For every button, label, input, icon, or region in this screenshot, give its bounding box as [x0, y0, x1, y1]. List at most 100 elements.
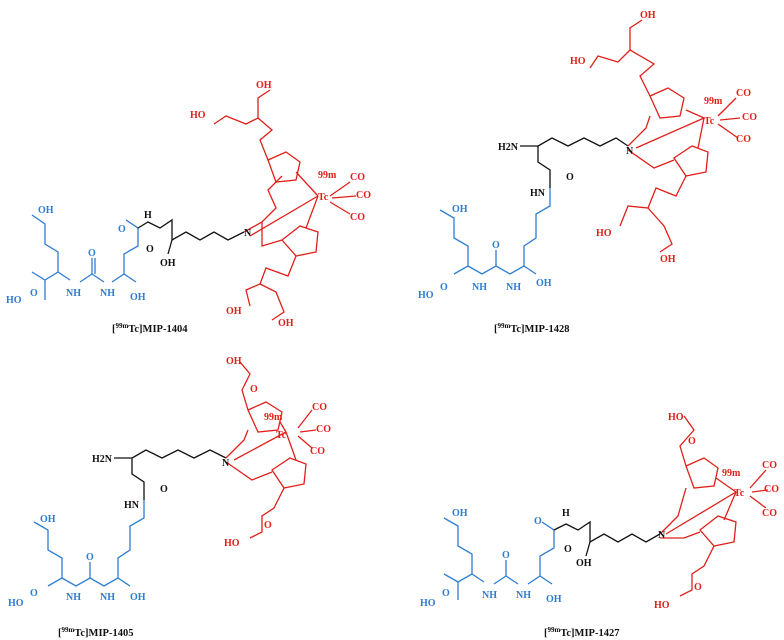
atom-o: O [502, 550, 510, 561]
atom-co: CO [350, 212, 365, 223]
bond-co1 [749, 469, 767, 489]
caption-mip-1428: [99mTc]MIP-1428 [494, 322, 569, 335]
bond-acid-top [239, 361, 251, 411]
structure-mip-1404: OH HO O NH O NH OH O H OH O N HO OH 99m … [6, 80, 371, 335]
atom-o: O [442, 588, 450, 599]
bond-urea-lys [467, 188, 551, 275]
atom-o: O [86, 552, 94, 563]
atom-tc: Tc [704, 116, 715, 127]
atom-ho: HO [420, 598, 436, 609]
bond-urea [493, 575, 519, 585]
bond-lys-chain [131, 449, 227, 500]
atom-nh: H [144, 210, 152, 221]
atom-hn: HN [530, 188, 546, 199]
atom-tc: Tc [318, 192, 329, 203]
atom-oh: OH [278, 318, 294, 329]
atom-co: CO [310, 446, 325, 457]
atom-iso: 99m [264, 412, 283, 423]
atom-oh: OH [536, 278, 552, 289]
bond-tc-co2 [331, 195, 357, 199]
atom-o: O [146, 244, 154, 255]
bond-tc-n [249, 195, 319, 237]
bond-acid2 [523, 265, 537, 275]
bond-chelator-arm2 [261, 222, 283, 247]
atom-o: O [694, 582, 702, 593]
atom-co: CO [764, 484, 779, 495]
bond-glu1 [439, 209, 469, 275]
imidazole-ring-1 [649, 87, 685, 119]
atom-oh: OH [256, 80, 272, 91]
atom-co: CO [356, 190, 371, 201]
atom-ho: HO [190, 110, 206, 121]
atom-nh: NH [482, 590, 497, 601]
caption-mip-1404: [99mTc]MIP-1404 [112, 322, 188, 335]
atom-oh: OH [130, 292, 146, 303]
atom-o: O [566, 172, 574, 183]
atom-o: O [688, 436, 696, 447]
atom-oh: OH [452, 508, 468, 519]
atom-o: O [564, 544, 572, 555]
bond-glu1 [31, 214, 59, 281]
bond-glu1-nh [57, 271, 71, 281]
bond-glu2-acid [539, 575, 553, 585]
atom-co: CO [762, 508, 777, 519]
atom-oh: OH [226, 306, 242, 317]
bond-tc-im1 [715, 477, 737, 493]
atom-ho: HO [668, 412, 684, 423]
atom-ho: HO [224, 538, 240, 549]
atom-o: O [88, 248, 96, 259]
atom-n: N [626, 146, 634, 157]
bond-tc-im1 [295, 171, 319, 197]
structure-mip-1428: OH HO O NH O NH OH HN O H2N N HO OH 99m … [418, 10, 757, 335]
bond-urea-lys [61, 500, 145, 587]
atom-o: O [250, 384, 258, 395]
atom-o: O [160, 484, 168, 495]
atom-co: CO [350, 172, 365, 183]
bond-co2 [751, 489, 769, 493]
bond-tc-n [635, 117, 705, 149]
imidazole-ring-2 [281, 225, 319, 257]
atom-nh: NH [100, 592, 115, 603]
atom-o: O [492, 240, 500, 251]
atom-ho: HO [418, 290, 434, 301]
bond-acid-top [679, 415, 695, 467]
imidazole-ring-1 [685, 457, 719, 489]
bond-lys-chain [137, 218, 245, 242]
bond-co2 [299, 429, 317, 433]
bond-ida-top-acid [257, 89, 271, 118]
atom-oh: OH [546, 594, 562, 605]
bond-lys-chain [553, 520, 661, 544]
atom-nh: NH [100, 288, 115, 299]
atom-nh: NH [516, 590, 531, 601]
imidazole-ring-1 [267, 151, 301, 183]
bond-acid2 [117, 577, 131, 587]
atom-n: N [222, 458, 230, 469]
atom-co: CO [742, 112, 757, 123]
caption-mip-1427: [99mTc]MIP-1427 [544, 626, 619, 639]
bond-arm2 [660, 531, 701, 539]
bond-ida-bottom-acid [259, 283, 285, 321]
bond-ida-bottom [619, 175, 687, 227]
atom-oh: OH [226, 356, 242, 367]
structure-mip-1405: OH HO O NH O NH OH HN O H2N N OH O 99m T… [8, 356, 331, 639]
atom-oh: OH [160, 258, 176, 269]
structure-mip-1427: OH HO O NH O NH OH O H OH O N HO O 99m T… [420, 412, 779, 639]
bond-ida-bottom-acid [647, 207, 673, 253]
atom-co: CO [736, 88, 751, 99]
bond-lys-acid [167, 239, 173, 255]
atom-ho: HO [570, 56, 586, 67]
atom-ho: HO [654, 600, 670, 611]
atom-o: O [440, 282, 448, 293]
bond-ida-top [589, 49, 656, 97]
atom-h2n: H2N [498, 142, 519, 153]
atom-nh: NH [506, 282, 521, 293]
bond-chelator-arm1 [243, 175, 283, 233]
atom-co: CO [312, 402, 327, 413]
atom-oh: OH [660, 254, 676, 265]
bond-tc-im2 [697, 117, 705, 149]
atom-tc: Tc [734, 488, 745, 499]
atom-o: O [30, 588, 38, 599]
bond-co3 [749, 495, 767, 509]
atom-ho: HO [596, 228, 612, 239]
